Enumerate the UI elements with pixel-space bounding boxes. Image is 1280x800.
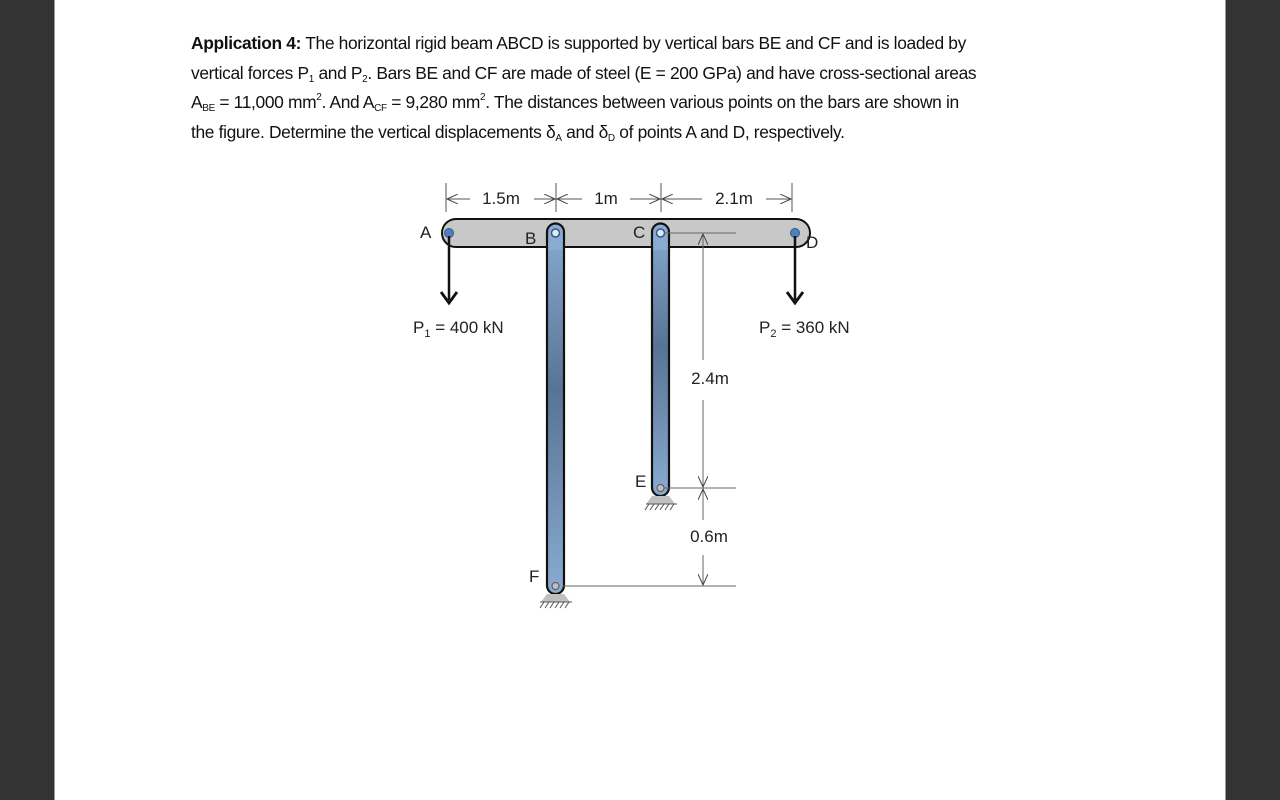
horizontal-dimensions: [445, 183, 793, 212]
load-p2-label: P2 = 360 kN: [759, 318, 850, 340]
load-p1-label: P1 = 400 kN: [413, 318, 504, 340]
problem-statement: Application 4: The horizontal rigid beam…: [191, 29, 1091, 147]
dim-label-bc: 1m: [594, 189, 618, 208]
problem-line-2: vertical forces P1 and P2. Bars BE and C…: [191, 62, 977, 85]
load-p1-arrow: [439, 236, 459, 306]
problem-line-3: ABE = 11,000 mm2. And ACF = 9,280 mm2. T…: [191, 92, 959, 114]
dim-label-ab: 1.5m: [482, 189, 520, 208]
bar-ce-joint: [653, 244, 668, 250]
problem-title: Application 4:: [191, 33, 302, 53]
pin-f-icon: [551, 582, 560, 590]
bar-bf-joint: [548, 244, 563, 250]
label-d: D: [806, 233, 818, 252]
bar-bf: [545, 222, 566, 596]
pin-b-icon: [550, 228, 561, 238]
problem-line-4: the figure. Determine the vertical displ…: [191, 121, 845, 144]
bar-ce: [650, 222, 671, 498]
label-e: E: [635, 472, 646, 491]
label-a: A: [420, 223, 432, 242]
dim-label-cd: 2.1m: [715, 189, 753, 208]
document-page: [55, 0, 1225, 800]
load-p2-arrow: [785, 236, 805, 306]
label-b: B: [525, 229, 536, 248]
rigid-beam-abcd: [441, 218, 811, 248]
label-c: C: [633, 223, 645, 242]
dim-label-ef-offset: 0.6m: [690, 527, 728, 546]
problem-line-1: Application 4: The horizontal rigid beam…: [191, 33, 966, 53]
dim-label-ce-height: 2.4m: [691, 369, 729, 388]
label-f: F: [529, 567, 539, 586]
vertical-dimensions: [563, 232, 736, 587]
pin-c-icon: [655, 228, 666, 238]
support-f-icon: [539, 594, 572, 609]
pin-e-icon: [656, 484, 665, 492]
support-e-icon: [644, 496, 677, 511]
